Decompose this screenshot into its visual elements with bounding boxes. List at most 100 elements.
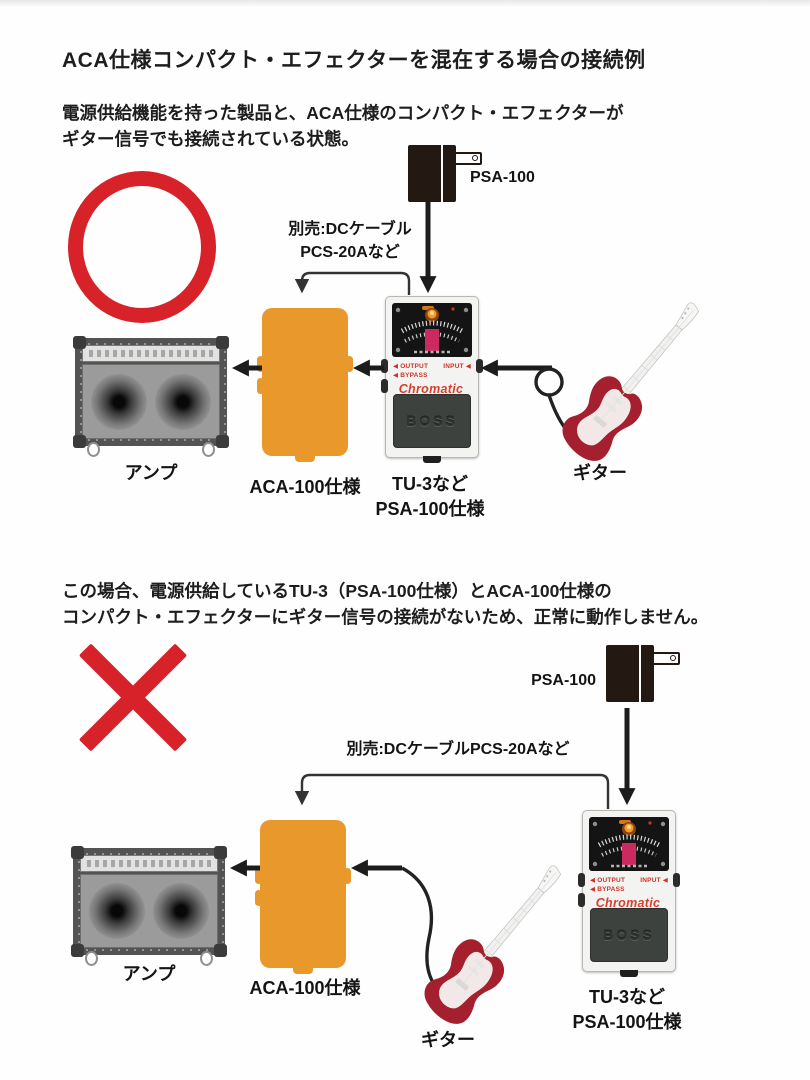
dc-daisy-cable [294, 271, 411, 295]
psa100-adapter [606, 645, 680, 702]
aca-jack [257, 378, 264, 394]
aca-jack [346, 356, 353, 372]
guitar-amp [71, 846, 227, 966]
pedal-jack [578, 873, 585, 887]
amp-label: アンプ [122, 964, 176, 984]
guitar [552, 288, 718, 470]
amp-caster [200, 951, 213, 966]
tu3-label: TU-3など PSA-100仕様 [370, 472, 490, 522]
incorrect-cross-mark [78, 643, 188, 752]
adapter-seam [440, 145, 443, 202]
tu3-label-line1: TU-3など [392, 474, 468, 494]
speaker-right [153, 883, 209, 939]
note-line-1: この場合、電源供給しているTU-3（PSA-100仕様）とACA-100仕様の [62, 580, 612, 601]
foot-switch: BOSS [393, 394, 471, 448]
prong-hole [472, 155, 478, 161]
speaker-left [89, 883, 145, 939]
dc-daisy-cable [294, 773, 610, 809]
dc-cable-label-line1: 別売:DCケーブル [288, 221, 412, 238]
amp-caster [202, 442, 215, 457]
cable-loop [534, 367, 564, 397]
bypass-label: ◀ BYPASS [393, 372, 428, 379]
aca100-pedal [255, 820, 351, 974]
pedal-jack [381, 379, 388, 393]
amp-corner [216, 435, 229, 448]
amp-front [80, 855, 218, 948]
speaker-right [155, 373, 211, 430]
psa100-label: PSA-100 [470, 169, 535, 186]
amp-front [82, 345, 220, 439]
aca-label: ACA-100仕様 [249, 477, 361, 497]
amp-grille [80, 874, 218, 948]
amp-corner [216, 336, 229, 349]
input-label: INPUT ◀ [640, 877, 668, 884]
psa100-adapter [408, 145, 482, 202]
aca-jack [257, 356, 264, 372]
pedal-io-row: ◀ OUTPUT ◀ BYPASS INPUT ◀ [393, 362, 471, 382]
tu3-label-line2: PSA-100仕様 [572, 1012, 682, 1032]
guitar-cable [547, 394, 603, 453]
aca-jack [344, 868, 351, 884]
amp-control-panel [80, 855, 218, 872]
guitar-label: ギター [573, 463, 627, 483]
aca-tab [293, 966, 313, 974]
guitar [414, 851, 580, 1033]
amp-caster [87, 442, 100, 457]
brand-chromatic: Chromatic [398, 382, 464, 396]
pedal-tab [620, 970, 638, 977]
amp-grille [82, 364, 220, 439]
note-text: この場合、電源供給しているTU-3（PSA-100仕様）とACA-100仕様のコ… [62, 578, 708, 630]
page-title: ACA仕様コンパクト・エフェクターを混在する場合の接続例 [62, 49, 646, 73]
input-label: INPUT ◀ [443, 363, 471, 370]
guitar-label: ギター [421, 1030, 475, 1050]
bypass-label: ◀ BYPASS [590, 886, 625, 893]
pedal-io-row: ◀ OUTPUT ◀ BYPASS INPUT ◀ [590, 876, 668, 896]
tu3-label-line1: TU-3など [589, 987, 665, 1007]
amp-control-panel [82, 345, 220, 362]
intro-text: 電源供給機能を持った製品と、ACA仕様のコンパクト・エフェクターがギター信号でも… [62, 100, 624, 152]
pedal-jack [673, 873, 680, 887]
pedal-jack [381, 359, 388, 373]
tu3-pedal: ◀ OUTPUT◀ BYPASS INPUT ◀ Chromatic Tuner… [578, 810, 680, 977]
amp-corner [73, 435, 86, 448]
amp-corner [71, 944, 84, 957]
tu3-pedal: ◀ OUTPUT◀ BYPASS INPUT ◀ Chromatic Tuner… [381, 296, 483, 463]
aca-jack [255, 868, 262, 884]
dc-cable-label: 別売:DCケーブルPCS-20Aなど [346, 741, 570, 758]
note-line-2: コンパクト・エフェクターにギター信号の接続がないため、正常に動作しません。 [62, 606, 709, 627]
tuner-display [392, 303, 472, 357]
adapter-plug-prong [454, 152, 482, 165]
amp-corner [214, 944, 227, 957]
intro-line-1: 電源供給機能を持った製品と、ACA仕様のコンパクト・エフェクターが [62, 102, 624, 123]
brand-chromatic: Chromatic [595, 896, 661, 910]
boss-logo: BOSS [406, 413, 458, 429]
amp-corner [214, 846, 227, 859]
psa100-label: PSA-100 [531, 672, 596, 689]
page-top-fade [0, 0, 810, 7]
output-label: ◀ OUTPUT [590, 877, 626, 884]
amp-corner [73, 336, 86, 349]
aca-jack [255, 890, 262, 906]
aca-tab [295, 454, 315, 462]
amp-label: アンプ [124, 463, 178, 483]
prong-hole [670, 655, 676, 661]
pedal-jack [476, 359, 483, 373]
adapter-plug-prong [652, 652, 680, 665]
speaker-left [91, 373, 147, 430]
boss-logo: BOSS [603, 927, 655, 943]
amp-caster [85, 951, 98, 966]
output-label: ◀ OUTPUT [393, 363, 429, 370]
adapter-seam [638, 645, 641, 702]
pedal-jack [578, 893, 585, 907]
amp-corner [71, 846, 84, 859]
guitar-amp [73, 336, 229, 457]
tuner-display [589, 817, 669, 871]
tu3-label: TU-3など PSA-100仕様 [567, 985, 687, 1035]
pedal-tab [423, 456, 441, 463]
tu3-label-line2: PSA-100仕様 [375, 499, 485, 519]
intro-line-2: ギター信号でも接続されている状態。 [62, 128, 359, 149]
aca-label: ACA-100仕様 [249, 978, 361, 998]
foot-switch: BOSS [590, 908, 668, 962]
